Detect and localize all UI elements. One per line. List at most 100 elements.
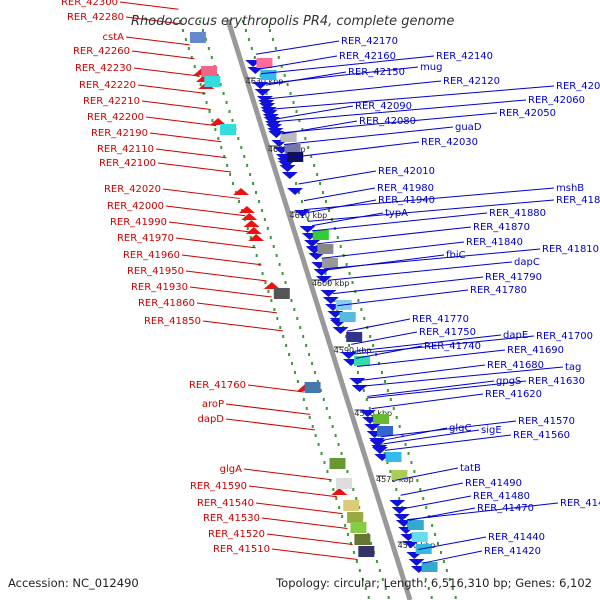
label-leader-left — [189, 286, 272, 298]
label-leader-left — [145, 116, 217, 127]
track-guide-dot — [199, 20, 201, 23]
label-leader-left — [125, 16, 184, 25]
gene-label-right: typA — [385, 208, 408, 219]
gene-label-left: RER_42220 — [79, 80, 136, 91]
track-guide-dot — [339, 245, 342, 248]
track-guide-dot — [355, 497, 358, 500]
track-guide-dot — [281, 272, 284, 275]
track-guide-dot — [265, 92, 268, 95]
forward-strand-arrow — [248, 234, 265, 241]
track-guide-dot — [266, 20, 268, 23]
label-leader-right — [337, 289, 469, 307]
track-guide-dot — [319, 389, 322, 392]
gene-label-right: RER_41890 — [556, 195, 600, 206]
label-leader-left — [247, 384, 304, 393]
track-guide-dot — [430, 596, 433, 599]
scale-label: 4600 kbp — [312, 279, 350, 288]
track-guide-dot — [242, 20, 244, 23]
reverse-strand-arrow — [351, 385, 368, 392]
label-leader-left — [196, 302, 278, 314]
label-leader-right — [352, 334, 502, 353]
track-guide-dot — [217, 137, 220, 140]
reverse-strand-arrow — [304, 240, 321, 247]
gene-label-right: RER_41490 — [465, 478, 522, 489]
track-guide-dot — [190, 56, 193, 59]
track-guide-dot — [324, 272, 327, 275]
track-guide-dot — [293, 308, 296, 311]
track-guide-dot — [380, 371, 383, 374]
track-guide-dot — [352, 488, 355, 491]
track-guide-dot — [311, 362, 314, 365]
track-guide-dot — [299, 326, 302, 329]
track-guide-dot — [395, 488, 398, 491]
label-leader-left — [125, 36, 190, 46]
track-guide-dot — [268, 29, 271, 32]
forward-strand-arrow — [243, 220, 260, 227]
track-guide-dot — [283, 74, 286, 77]
track-guide-dot — [252, 245, 255, 248]
track-guide-dot — [223, 155, 226, 158]
track-guide-dot — [246, 164, 249, 167]
track-guide-dot — [216, 74, 219, 77]
gene-label-right: sigE — [481, 425, 502, 436]
forward-strand-arrow — [238, 206, 255, 213]
track-guide-dot — [367, 596, 370, 599]
track-guide-dot — [336, 236, 339, 239]
gene-label-right: RER_41880 — [489, 208, 546, 219]
track-guide-dot — [437, 542, 439, 545]
gene-label-right: RER_41450 — [560, 498, 600, 509]
track-guide-dot — [395, 416, 398, 419]
label-leader-right — [303, 187, 376, 202]
track-guide-dot — [208, 110, 211, 113]
track-guide-dot — [327, 281, 330, 284]
reverse-strand-arrow — [371, 447, 388, 454]
track-guide-dot — [351, 281, 354, 284]
label-leader-right — [333, 276, 484, 295]
label-leader-right — [277, 105, 354, 120]
track-guide-dot — [386, 461, 389, 464]
reverse-strand-gene-block — [260, 70, 277, 80]
gene-label-right: RER_41870 — [473, 222, 530, 233]
reverse-strand-gene-block — [411, 532, 428, 542]
track-guide-dot — [228, 110, 231, 113]
forward-strand-gene-block — [204, 76, 221, 87]
gene-label-left: RER_42190 — [91, 128, 148, 139]
track-guide-dot — [181, 29, 184, 32]
track-guide-dot — [365, 398, 368, 401]
reverse-strand-gene-block — [373, 414, 390, 424]
gene-label-right: glgC — [449, 423, 471, 434]
track-guide-dot — [272, 245, 275, 248]
track-guide-dot — [263, 218, 266, 221]
reverse-strand-gene-block — [377, 426, 393, 436]
track-guide-dot — [210, 56, 213, 59]
reverse-strand-arrow — [332, 327, 349, 334]
gene-label-left: RER_42280 — [67, 12, 124, 23]
gene-label-left: RER_41970 — [117, 233, 174, 244]
track-guide-dot — [252, 182, 255, 185]
gene-label-right: RER_41690 — [507, 345, 564, 356]
label-leader-left — [133, 67, 201, 77]
track-guide-dot — [207, 47, 210, 50]
track-guide-dot — [317, 443, 320, 446]
label-leader-left — [185, 270, 267, 282]
track-guide-dot — [419, 488, 422, 491]
forward-strand-arrow — [210, 118, 227, 125]
track-guide-dot — [451, 587, 454, 590]
gene-label-right: RER_42070 — [556, 81, 600, 92]
track-guide-dot — [422, 497, 425, 500]
forward-strand-gene-block — [201, 66, 218, 77]
track-guide-dot — [337, 443, 340, 446]
label-leader-right — [361, 364, 486, 381]
reverse-strand-gene-block — [339, 312, 356, 322]
track-guide-dot — [370, 542, 372, 545]
track-guide-dot — [310, 155, 313, 158]
reverse-strand-gene-block — [284, 144, 301, 154]
track-guide-dot — [313, 164, 316, 167]
label-leader-right — [307, 199, 555, 222]
gene-label-left: RER_41540 — [197, 498, 254, 509]
track-guide-dot — [289, 92, 292, 95]
label-leader-right — [400, 482, 464, 496]
label-leader-right — [288, 141, 420, 159]
track-guide-dot — [300, 200, 303, 203]
